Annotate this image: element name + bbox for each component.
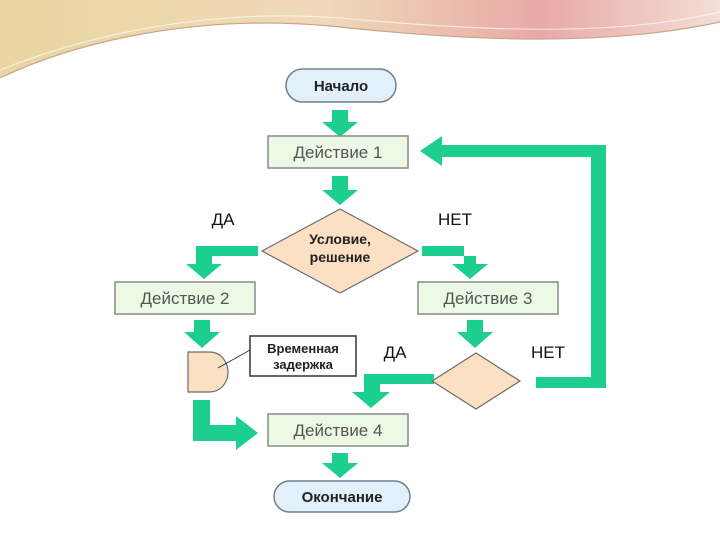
arrow-condition-to-action3 (422, 246, 488, 279)
arrow-loop-back-to-action1 (420, 136, 606, 388)
action1-box: Действие 1 (267, 135, 409, 169)
decision2-diamond (430, 352, 522, 410)
yes-label-second: ДА (384, 343, 408, 362)
arrow-action1-to-condition (322, 176, 358, 205)
condition-label-line1: Условие, (309, 231, 371, 247)
action3-box: Действие 3 (417, 281, 559, 315)
arrow-delay-to-action4 (193, 400, 258, 450)
arrow-decision-yes-to-action4 (352, 374, 434, 408)
delay-label-line2: задержка (273, 357, 333, 372)
flow-arrows (184, 110, 606, 478)
action4-label: Действие 4 (294, 421, 383, 440)
arrow-start-to-action1 (322, 110, 358, 137)
yes-label-left: ДА (212, 210, 236, 229)
action1-label: Действие 1 (294, 143, 383, 162)
end-label: Окончание (302, 489, 383, 506)
condition-diamond: Условие, решение (260, 208, 420, 294)
delay-shape (187, 349, 251, 393)
action3-label: Действие 3 (444, 289, 533, 308)
arrow-action3-to-decision (457, 320, 493, 348)
action4-box: Действие 4 (267, 413, 409, 447)
condition-label-line2: решение (310, 249, 371, 265)
start-terminal: Начало (285, 68, 397, 103)
arrow-condition-to-action2 (186, 246, 258, 279)
delay-label-line1: Временная (267, 341, 339, 356)
action2-box: Действие 2 (114, 281, 256, 315)
no-label-second: НЕТ (531, 343, 565, 362)
delay-callout-box: Временная задержка (249, 335, 357, 377)
action2-label: Действие 2 (141, 289, 230, 308)
arrow-action4-to-end (322, 453, 358, 478)
end-terminal: Окончание (273, 480, 411, 513)
delay-callout-line (217, 349, 251, 369)
arrow-action2-to-delay (184, 320, 220, 348)
header-decoration (0, 0, 720, 79)
start-label: Начало (314, 78, 368, 95)
no-label-right: НЕТ (438, 210, 472, 229)
